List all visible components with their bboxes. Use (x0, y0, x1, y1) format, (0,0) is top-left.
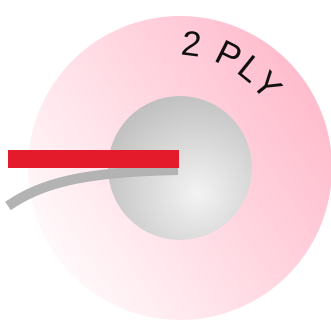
ply-strip-red-icon (8, 150, 179, 168)
